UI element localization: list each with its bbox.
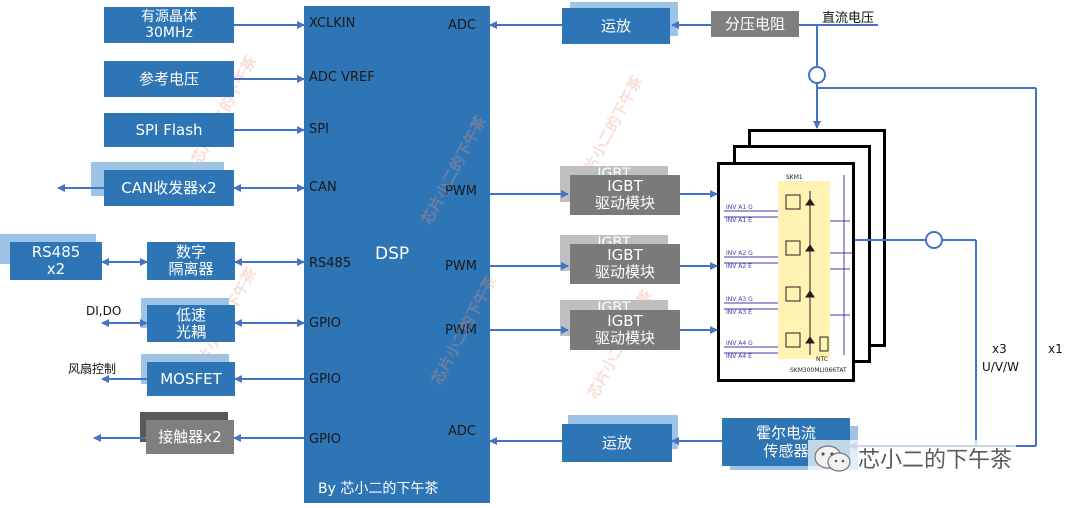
module-pin-7: INV A4 G [726, 340, 753, 347]
pin-gpio-1: GPIO [309, 316, 341, 331]
spi-flash-block: SPI Flash [104, 113, 234, 147]
module-pin-1: INV A1 G [726, 204, 753, 211]
module-title: SKM1 [786, 174, 803, 181]
igbt-driver-3: IGBT 驱动模块 [570, 310, 680, 350]
pin-xclkin: XCLKIN [309, 16, 356, 31]
can-block: CAN收发器x2 [104, 170, 234, 206]
module-pin-5: INV A3 G [726, 296, 753, 303]
dc-voltage-label: 直流电压 [822, 11, 875, 26]
igbt-driver-2: IGBT 驱动模块 [570, 244, 680, 284]
pin-rs485: RS485 [309, 256, 352, 271]
ac-current-sensor-ring [925, 231, 943, 249]
can-label: CAN收发器x2 [121, 179, 217, 197]
igbt-schematic: INV A1 G INV A1 E INV A2 G INV A2 E INV … [724, 174, 852, 374]
divider-label: 分压电阻 [724, 15, 785, 33]
opamp-top-block: 运放 [562, 8, 670, 44]
igbt-module-front: INV A1 G INV A1 E INV A2 G INV A2 E INV … [717, 162, 855, 382]
pin-pwm-3: PWM [445, 323, 477, 338]
divider-block: 分压电阻 [711, 11, 799, 37]
isolator-label: 数字 隔离器 [168, 243, 214, 278]
contactor-label: 接触器x2 [158, 428, 222, 446]
dsp-label: DSP [375, 244, 410, 264]
x1-label: x1 [1048, 342, 1063, 356]
rs485-label: RS485 x2 [31, 243, 81, 278]
igbt-driver-1-label: IGBT 驱动模块 [594, 177, 655, 212]
pin-pwm-1: PWM [445, 184, 477, 199]
opamp-bottom-label: 运放 [601, 434, 632, 452]
igbt-driver-3-label: IGBT 驱动模块 [594, 312, 655, 347]
module-pin-4: INV A2 E [726, 263, 752, 270]
pin-adc-vref: ADC VREF [309, 70, 375, 85]
crystal-label: 有源晶体 30MHz [141, 9, 197, 41]
dido-label: DI,DO [86, 304, 122, 318]
opamp-top-label: 运放 [600, 17, 631, 35]
igbt-driver-2-label: IGBT 驱动模块 [594, 246, 655, 281]
hall-sensor-label: 霍尔电流 传感器 [755, 424, 816, 460]
vref-block: 参考电压 [104, 61, 234, 97]
vref-label: 参考电压 [138, 70, 199, 88]
opamp-bottom-block: 运放 [562, 424, 672, 462]
optocoupler-block: 低速 光耦 [147, 305, 235, 342]
module-ntc: NTC [816, 356, 828, 363]
pin-pwm-2: PWM [445, 259, 477, 274]
pin-gpio-3: GPIO [309, 432, 341, 447]
pin-adc-top: ADC [448, 18, 476, 33]
isolator-block: 数字 隔离器 [147, 242, 235, 280]
contactor-block: 接触器x2 [146, 420, 234, 454]
mosfet-label: MOSFET [160, 370, 222, 388]
module-pin-8: INV A4 E [726, 353, 752, 360]
pin-spi: SPI [309, 122, 329, 137]
pin-can: CAN [309, 180, 337, 195]
dc-current-sensor-ring [808, 66, 826, 84]
spi-flash-label: SPI Flash [135, 121, 203, 139]
brand-text: 芯小二的下午茶 [858, 448, 1013, 473]
dsp-footer: By 芯小二的下午茶 [318, 481, 439, 497]
module-pin-6: INV A3 E [726, 309, 752, 316]
wechat-brand-badge: 芯小二的下午茶 [808, 440, 1017, 476]
module-part: SKM300MLI066TAT [790, 367, 847, 374]
pin-gpio-2: GPIO [309, 372, 341, 387]
fan-control-label: 风扇控制 [68, 362, 117, 376]
rs485-block: RS485 x2 [10, 242, 102, 280]
module-pin-2: INV A1 E [726, 217, 752, 224]
x3-label: x3 [992, 342, 1007, 356]
pin-adc-bottom: ADC [448, 424, 476, 439]
uvw-label: U/V/W [982, 360, 1019, 374]
optocoupler-label: 低速 光耦 [175, 305, 206, 341]
mosfet-block: MOSFET [147, 362, 235, 396]
wechat-icon [814, 445, 851, 472]
dsp-block [304, 6, 490, 503]
igbt-driver-1: IGBT 驱动模块 [570, 175, 680, 215]
module-pin-3: INV A2 G [726, 250, 753, 257]
crystal-block: 有源晶体 30MHz [104, 7, 234, 43]
